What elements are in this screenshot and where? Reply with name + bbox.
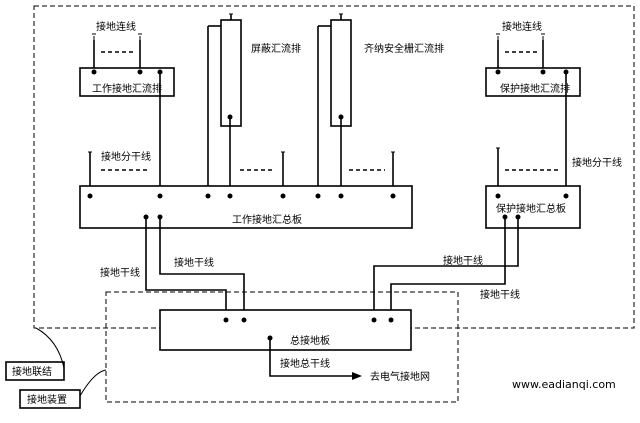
protect-ground-busbar-label: 保护接地汇流排	[500, 82, 570, 95]
ground-link-label: 接地联结	[12, 365, 52, 378]
ground-device-box	[19, 389, 81, 409]
ground-main-trunk-label: 接地总干线	[280, 357, 330, 370]
ground-device-label: 接地装置	[27, 393, 67, 406]
branch-lines: 接地分干线 接地分干线	[88, 147, 622, 196]
zener-busbar-group: 齐纳安全栅汇流排	[317, 13, 444, 196]
zener-busbar-label: 齐纳安全栅汇流排	[364, 42, 444, 55]
main-ground-board-label: 总接地板	[290, 334, 330, 347]
work-ground-busbar-label: 工作接地汇流排	[92, 82, 162, 95]
shield-busbar-group: 屏蔽汇流排	[207, 13, 301, 196]
ground-trunk-label-2: 接地干线	[100, 266, 140, 279]
cabinet-enclosure	[33, 5, 635, 329]
zener-barrier-busbar	[330, 19, 352, 127]
to-electric-grid-label: 去电气接地网	[370, 370, 430, 383]
shield-busbar-label: 屏蔽汇流排	[251, 42, 301, 55]
main-ground-board	[159, 309, 412, 351]
protect-ground-main-board-label: 保护接地汇总板	[496, 202, 566, 215]
ground-trunk-label-3: 接地干线	[443, 254, 483, 267]
legend-callouts: 接地联结 接地装置	[5, 327, 107, 409]
ground-branch-label-left: 接地分干线	[101, 150, 151, 163]
ground-trunk-label-4: 接地干线	[480, 288, 520, 301]
work-ground-main-board-label: 工作接地汇总板	[232, 213, 302, 226]
ground-device-enclosure	[105, 291, 459, 403]
shield-busbar	[220, 19, 242, 127]
trunk-lines: 接地干线 接地干线 接地干线 接地干线	[100, 217, 520, 320]
work-ground-busbar-group: 接地连线 工作接地汇流排	[79, 20, 175, 196]
main-ground-board-group: 总接地板	[159, 309, 412, 351]
ground-connection-label-left: 接地连线	[96, 20, 136, 33]
ground-branch-label-right: 接地分干线	[572, 156, 622, 169]
main-trunk-group: 接地总干线 去电气接地网	[269, 338, 430, 383]
ground-link-box	[5, 361, 65, 381]
work-ground-main-board-group: 工作接地汇总板	[79, 185, 413, 229]
protect-ground-main-board	[485, 185, 581, 229]
protect-ground-busbar-group: 接地连线 保护接地汇流排	[485, 20, 581, 196]
work-ground-main-board	[79, 185, 413, 229]
protect-ground-main-board-group: 保护接地汇总板	[485, 185, 581, 229]
ground-connection-label-right: 接地连线	[502, 20, 542, 33]
watermark-text: www.eadianqi.com	[512, 378, 616, 391]
ground-trunk-label-1: 接地干线	[174, 256, 214, 269]
